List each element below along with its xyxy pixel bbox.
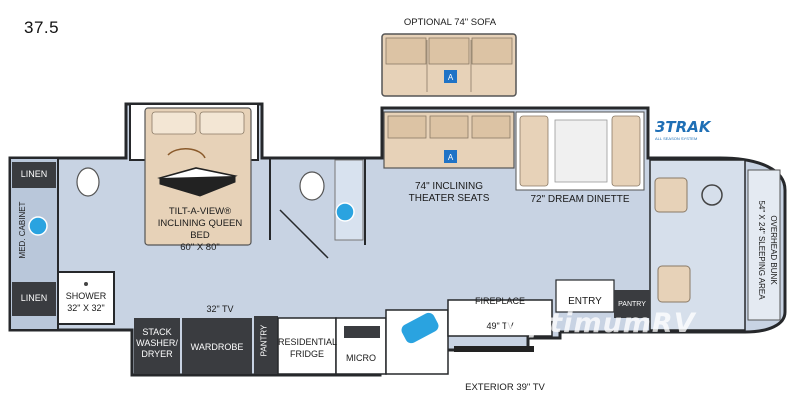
optional-sofa xyxy=(381,33,517,97)
three-trak-logo-text: 3TRAK xyxy=(655,118,711,136)
bed-label-line1: TILT-A-VIEW® xyxy=(168,206,232,217)
linen-top-label: LINEN xyxy=(20,169,48,179)
bed-label-line3: 60" X 80" xyxy=(180,242,220,253)
fireplace-label: FIREPLACE xyxy=(474,296,525,306)
micro-label: MICRO xyxy=(346,353,376,363)
three-trak-logo-sub: ALL SEASON SYSTEM xyxy=(655,136,698,141)
fridge-label: RESIDENTIAL FRIDGE xyxy=(278,336,338,360)
theater-seats-label-line2: THEATER SEATS xyxy=(408,193,490,204)
bed-label: TILT-A-VIEW® INCLINING QUEEN BED 60" X 8… xyxy=(150,206,250,254)
pantry-left-label: PANTRY xyxy=(259,324,269,357)
overhead-bunk-line1: OVERHEAD BUNK xyxy=(769,215,778,285)
fridge-label-line1: RESIDENTIAL xyxy=(278,337,338,347)
entry-label: ENTRY xyxy=(568,296,602,307)
cab-area xyxy=(649,159,781,331)
dinette-label: 72" DREAM DINETTE xyxy=(530,194,630,205)
med-cabinet-label: MED. CABINET xyxy=(18,201,27,259)
dream-dinette xyxy=(515,111,645,191)
bed-label-line2: INCLINING QUEEN BED xyxy=(157,218,243,241)
tv-32-label: 32" TV xyxy=(206,304,234,314)
overhead-bunk-label: OVERHEAD BUNK 54" X 24" SLEEPING AREA xyxy=(755,175,779,325)
shower-label: SHOWER 32" X 32" xyxy=(58,290,114,314)
shower-label-line1: SHOWER xyxy=(65,291,107,301)
queen-bed xyxy=(144,107,252,246)
watermark: OptimumRV xyxy=(505,308,696,339)
three-trak-logo: 3TRAK ALL SEASON SYSTEM xyxy=(655,118,711,141)
pantry-right-label: PANTRY xyxy=(618,301,646,308)
theater-badge: A xyxy=(447,153,454,162)
model-number: 37.5 xyxy=(24,18,60,37)
overhead-bunk-line2: 54" X 24" SLEEPING AREA xyxy=(757,200,766,300)
theater-seats xyxy=(383,111,515,169)
fridge-label-line2: FRIDGE xyxy=(289,349,324,359)
theater-seats-label: 74" INCLINING THEATER SEATS xyxy=(384,181,514,205)
theater-seats-label-line1: 74" INCLINING xyxy=(414,181,483,192)
wardrobe-label: WARDROBE xyxy=(190,342,244,352)
optional-sofa-label: OPTIONAL 74" SOFA xyxy=(403,17,497,28)
tv-49-label: 49" TV xyxy=(486,321,514,331)
stack-label-line2: WASHER/ xyxy=(136,338,178,348)
exterior-tv-label: EXTERIOR 39" TV xyxy=(465,382,545,393)
stack-label-line1: STACK xyxy=(142,327,172,337)
stack-label-line3: DRYER xyxy=(141,349,173,359)
shower-label-line2: 32" X 32" xyxy=(67,303,105,313)
sofa-badge: A xyxy=(447,73,454,82)
linen-bottom-label: LINEN xyxy=(20,293,48,303)
stack-washer-dryer-label: STACK WASHER/ DRYER xyxy=(134,327,180,360)
